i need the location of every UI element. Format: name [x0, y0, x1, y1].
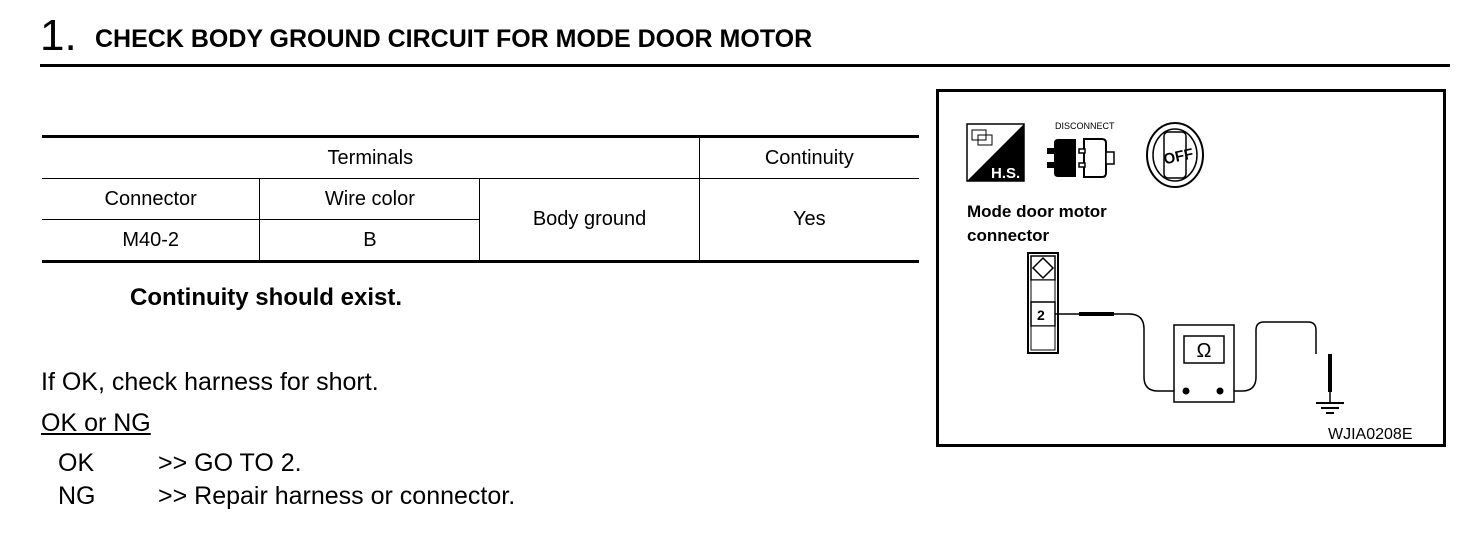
- svg-text:H.S.: H.S.: [991, 165, 1020, 182]
- connector-label-line2: connector: [967, 226, 1050, 245]
- svg-text:DISCONNECT: DISCONNECT: [1055, 121, 1115, 131]
- result-code: OK: [58, 449, 95, 477]
- test-leads: [1055, 312, 1332, 403]
- step-title: CHECK BODY GROUND CIRCUIT FOR MODE DOOR …: [95, 25, 813, 53]
- ok-ng-heading: OK or NG: [41, 409, 151, 437]
- cell-body-ground: Body ground: [479, 178, 700, 262]
- figure-code: WJIA0208E: [1328, 426, 1413, 443]
- hs-icon: H.S.: [966, 123, 1025, 182]
- svg-text:2: 2: [1037, 307, 1045, 323]
- subheader-connector: Connector: [42, 178, 261, 220]
- ohmmeter: Ω: [1173, 324, 1235, 403]
- svg-text:Ω: Ω: [1197, 340, 1212, 362]
- ground-symbol: [1316, 402, 1344, 414]
- subheader-wire-color: Wire color: [259, 178, 481, 220]
- wiring-diagram: H.S. DISCONNECT OFF 2: [936, 89, 1446, 447]
- table-row: M40-2 B: [42, 219, 919, 262]
- result-text: >> Repair harness or connector.: [158, 482, 516, 510]
- connector-label-line1: Mode door motor: [967, 202, 1107, 221]
- cell-connector: M40-2: [42, 219, 261, 262]
- continuity-note: Continuity should exist.: [130, 284, 403, 311]
- terminals-table: Terminals Continuity Connector Wire colo…: [42, 135, 919, 263]
- table-subheader-row: Connector Wire color Body ground Yes: [42, 178, 919, 262]
- ignition-off-icon: OFF: [1146, 122, 1204, 188]
- header-terminals: Terminals: [42, 136, 700, 179]
- diagram-svg: H.S. DISCONNECT OFF 2: [966, 121, 1344, 414]
- result-text: >> GO TO 2.: [158, 449, 302, 477]
- step-header: 1. CHECK BODY GROUND CIRCUIT FOR MODE DO…: [40, 8, 1450, 67]
- cell-continuity-result: Yes: [698, 178, 919, 262]
- result-ok: OK >> GO TO 2.: [58, 449, 302, 478]
- header-continuity: Continuity: [698, 136, 919, 179]
- disconnect-icon: DISCONNECT: [1047, 121, 1115, 178]
- cell-wire-color: B: [259, 219, 480, 262]
- result-ng: NG >> Repair harness or connector.: [58, 482, 515, 511]
- svg-text:OFF: OFF: [1162, 145, 1195, 168]
- table-header-row: Terminals Continuity: [42, 136, 919, 179]
- result-code: NG: [58, 482, 96, 510]
- step-number: 1.: [40, 11, 77, 60]
- motor-connector: 2: [1027, 252, 1059, 354]
- instruction-text: If OK, check harness for short.: [41, 368, 379, 396]
